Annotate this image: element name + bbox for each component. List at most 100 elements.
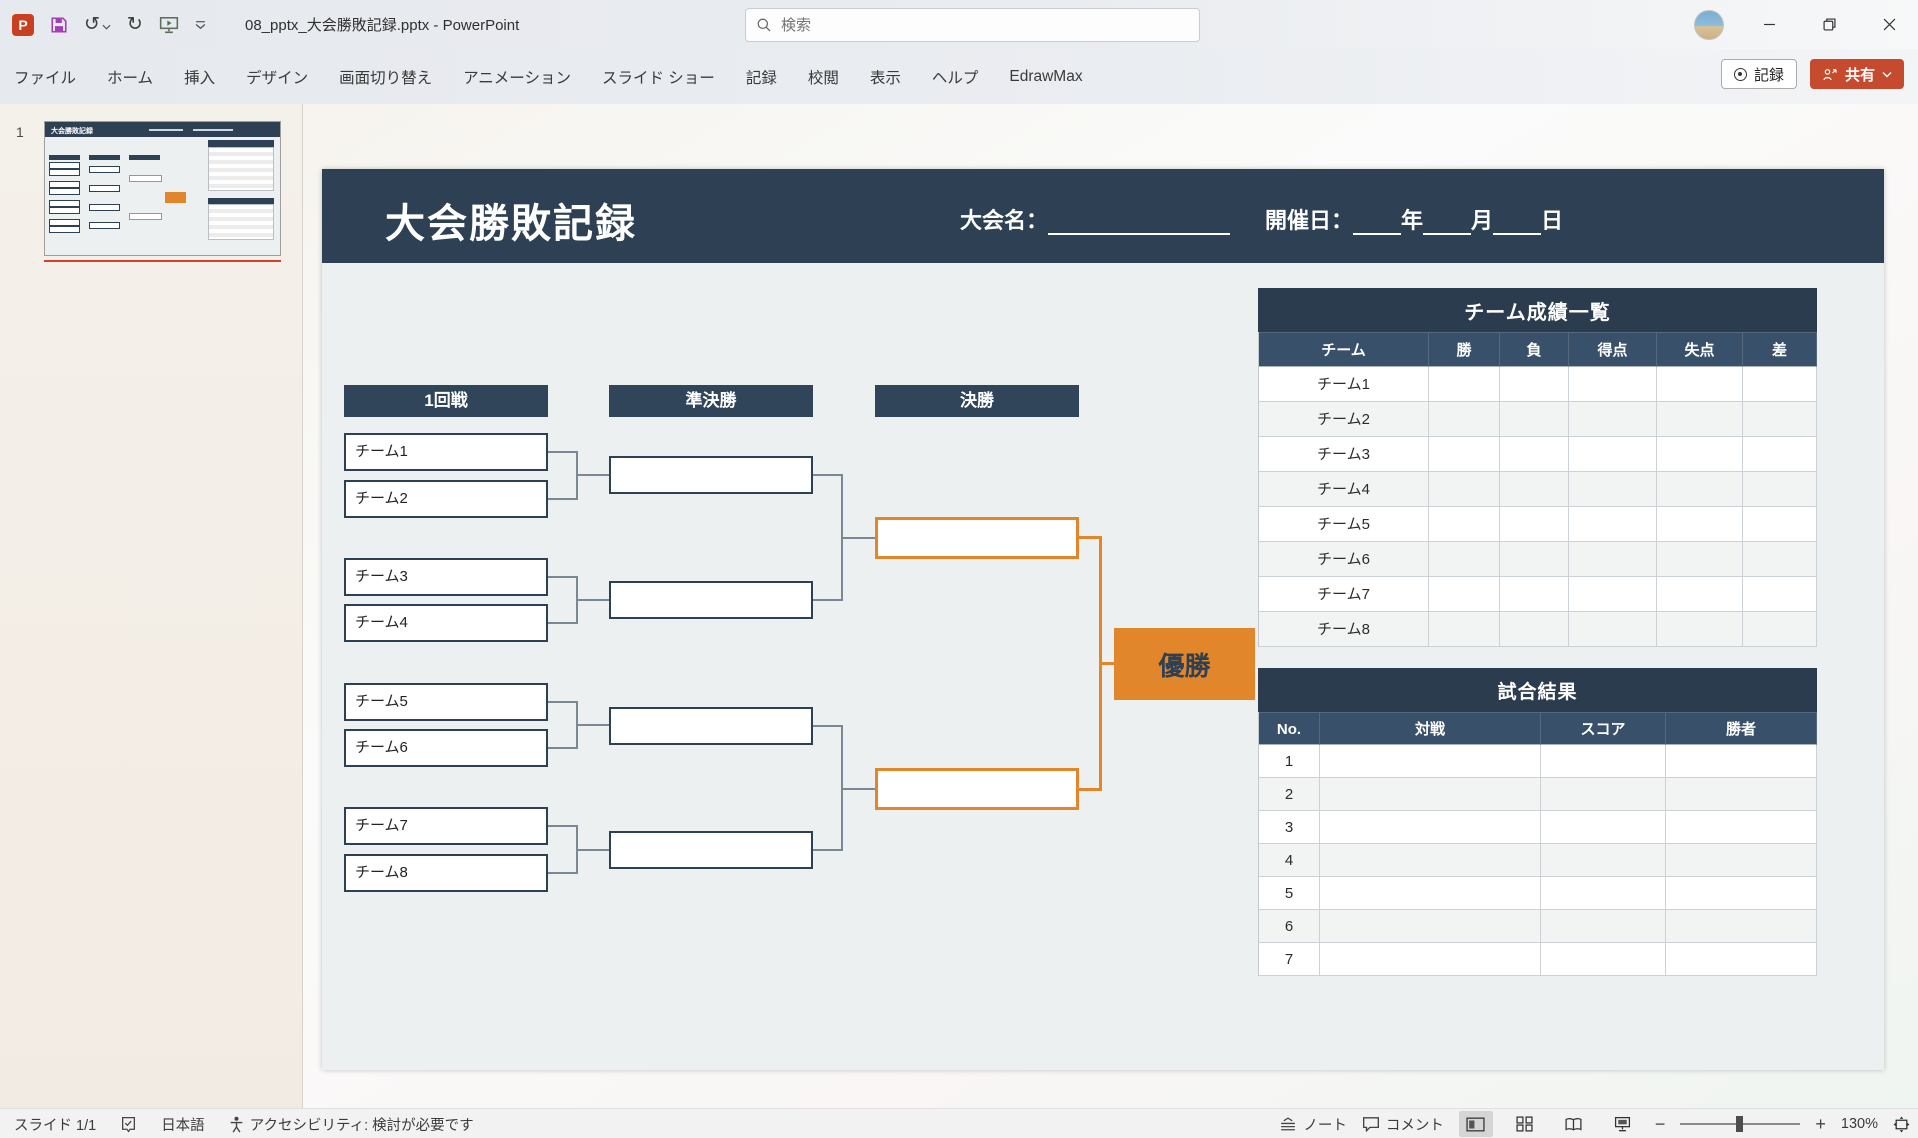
stats-cell[interactable] xyxy=(1429,577,1500,612)
match-results-table[interactable]: 試合結果 No. 対戦 スコア 勝者 1 2 3 4 5 6 xyxy=(1258,668,1817,976)
stats-team-cell[interactable]: チーム4 xyxy=(1259,472,1429,507)
menu-tab-help[interactable]: ヘルプ xyxy=(931,69,979,87)
stats-cell[interactable] xyxy=(1500,472,1569,507)
bracket-team-box[interactable]: チーム1 xyxy=(344,433,548,471)
stats-cell[interactable] xyxy=(1429,367,1500,402)
stats-cell[interactable] xyxy=(1429,437,1500,472)
results-cell[interactable] xyxy=(1320,778,1541,811)
tournament-name-field[interactable]: 大会名： xyxy=(960,203,1231,235)
round-header-first[interactable]: 1回戦 xyxy=(344,385,548,417)
save-icon[interactable] xyxy=(50,16,68,34)
share-button[interactable]: 共有 xyxy=(1809,59,1904,89)
menu-tab-animations[interactable]: アニメーション xyxy=(463,69,571,87)
stats-cell[interactable] xyxy=(1569,542,1657,577)
stats-header-cell[interactable]: 得点 xyxy=(1569,332,1657,367)
stats-cell[interactable] xyxy=(1569,437,1657,472)
stats-cell[interactable] xyxy=(1500,367,1569,402)
maximize-button[interactable] xyxy=(1803,0,1855,49)
slide-banner[interactable]: 大会勝敗記録 大会名： 開催日：年月日 xyxy=(322,169,1884,263)
stats-header-cell[interactable]: 勝 xyxy=(1429,332,1500,367)
stats-cell[interactable] xyxy=(1657,577,1743,612)
stats-team-cell[interactable]: チーム6 xyxy=(1259,542,1429,577)
stats-team-cell[interactable]: チーム1 xyxy=(1259,367,1429,402)
menu-tab-design[interactable]: デザイン xyxy=(246,69,309,87)
view-slideshow-button[interactable] xyxy=(1606,1111,1640,1137)
zoom-slider-thumb[interactable] xyxy=(1736,1116,1744,1132)
stats-cell[interactable] xyxy=(1657,542,1743,577)
comments-button[interactable]: コメント xyxy=(1362,1114,1444,1135)
stats-header-cell[interactable]: 差 xyxy=(1743,332,1817,367)
customize-qat-icon[interactable] xyxy=(195,20,206,29)
event-date-field[interactable]: 開催日：年月日 xyxy=(1265,208,1564,235)
results-header-cell[interactable]: No. xyxy=(1259,712,1320,745)
menu-tab-record[interactable]: 記録 xyxy=(745,69,777,87)
stats-cell[interactable] xyxy=(1657,437,1743,472)
zoom-slider[interactable] xyxy=(1680,1116,1801,1132)
accessibility-checker[interactable]: アクセシビリティ: 検討が必要です xyxy=(229,1114,474,1135)
zoom-out-button[interactable]: − xyxy=(1654,1113,1666,1134)
results-no-cell[interactable]: 2 xyxy=(1259,778,1320,811)
stats-cell[interactable] xyxy=(1429,472,1500,507)
view-reading-button[interactable] xyxy=(1557,1111,1591,1137)
results-header-cell[interactable]: 勝者 xyxy=(1666,712,1817,745)
stats-team-cell[interactable]: チーム3 xyxy=(1259,437,1429,472)
notes-button[interactable]: ノート xyxy=(1279,1114,1347,1135)
stats-cell[interactable] xyxy=(1743,507,1817,542)
slide-thumbnail[interactable]: 大会勝敗記録 xyxy=(44,121,281,256)
results-header-cell[interactable]: 対戦 xyxy=(1320,712,1541,745)
language-indicator[interactable]: 日本語 xyxy=(161,1117,205,1134)
stats-cell[interactable] xyxy=(1569,472,1657,507)
stats-cell[interactable] xyxy=(1500,577,1569,612)
results-no-cell[interactable]: 3 xyxy=(1259,811,1320,844)
round-header-final[interactable]: 決勝 xyxy=(875,385,1079,417)
results-cell[interactable] xyxy=(1666,811,1817,844)
bracket-final-box[interactable] xyxy=(875,517,1079,559)
menu-tab-transitions[interactable]: 画面切り替え xyxy=(339,69,433,87)
menu-tab-slideshow[interactable]: スライド ショー xyxy=(602,69,715,87)
menu-tab-home[interactable]: ホーム xyxy=(107,69,154,87)
results-header-cell[interactable]: スコア xyxy=(1541,712,1666,745)
account-avatar[interactable] xyxy=(1694,10,1724,40)
results-cell[interactable] xyxy=(1666,877,1817,910)
slide-title[interactable]: 大会勝敗記録 xyxy=(385,202,637,246)
results-cell[interactable] xyxy=(1541,910,1666,943)
bracket-team-box[interactable]: チーム6 xyxy=(344,729,548,767)
bracket-semifinal-box[interactable] xyxy=(609,456,813,494)
stats-table-title[interactable]: チーム成績一覧 xyxy=(1258,288,1817,332)
round-header-semifinal[interactable]: 準決勝 xyxy=(609,385,813,417)
menu-tab-insert[interactable]: 挿入 xyxy=(184,69,216,87)
stats-cell[interactable] xyxy=(1743,367,1817,402)
results-cell[interactable] xyxy=(1320,910,1541,943)
stats-cell[interactable] xyxy=(1429,507,1500,542)
stats-cell[interactable] xyxy=(1743,577,1817,612)
stats-cell[interactable] xyxy=(1429,402,1500,437)
bracket-semifinal-box[interactable] xyxy=(609,581,813,619)
results-no-cell[interactable]: 4 xyxy=(1259,844,1320,877)
start-slideshow-icon[interactable] xyxy=(159,16,179,34)
results-cell[interactable] xyxy=(1541,877,1666,910)
results-cell[interactable] xyxy=(1541,778,1666,811)
stats-team-cell[interactable]: チーム5 xyxy=(1259,507,1429,542)
stats-cell[interactable] xyxy=(1500,612,1569,647)
results-cell[interactable] xyxy=(1541,844,1666,877)
stats-cell[interactable] xyxy=(1657,402,1743,437)
bracket-semifinal-box[interactable] xyxy=(609,831,813,869)
bracket-team-box[interactable]: チーム8 xyxy=(344,854,548,892)
stats-cell[interactable] xyxy=(1569,402,1657,437)
stats-cell[interactable] xyxy=(1569,507,1657,542)
results-cell[interactable] xyxy=(1541,745,1666,778)
slide-canvas[interactable]: 大会勝敗記録 大会名： 開催日：年月日 1回戦 準決勝 決勝 チーム1 チーム2… xyxy=(322,169,1884,1070)
minimize-button[interactable] xyxy=(1743,0,1795,49)
results-no-cell[interactable]: 6 xyxy=(1259,910,1320,943)
stats-cell[interactable] xyxy=(1500,542,1569,577)
results-cell[interactable] xyxy=(1320,844,1541,877)
results-cell[interactable] xyxy=(1666,745,1817,778)
menu-tab-edrawmax[interactable]: EdrawMax xyxy=(1009,67,1083,85)
stats-header-cell[interactable]: 失点 xyxy=(1657,332,1743,367)
results-table-title[interactable]: 試合結果 xyxy=(1258,668,1817,712)
close-button[interactable] xyxy=(1863,0,1915,49)
bracket-team-box[interactable]: チーム3 xyxy=(344,558,548,596)
stats-cell[interactable] xyxy=(1500,507,1569,542)
stats-cell[interactable] xyxy=(1657,367,1743,402)
record-button[interactable]: 記録 xyxy=(1720,59,1797,89)
